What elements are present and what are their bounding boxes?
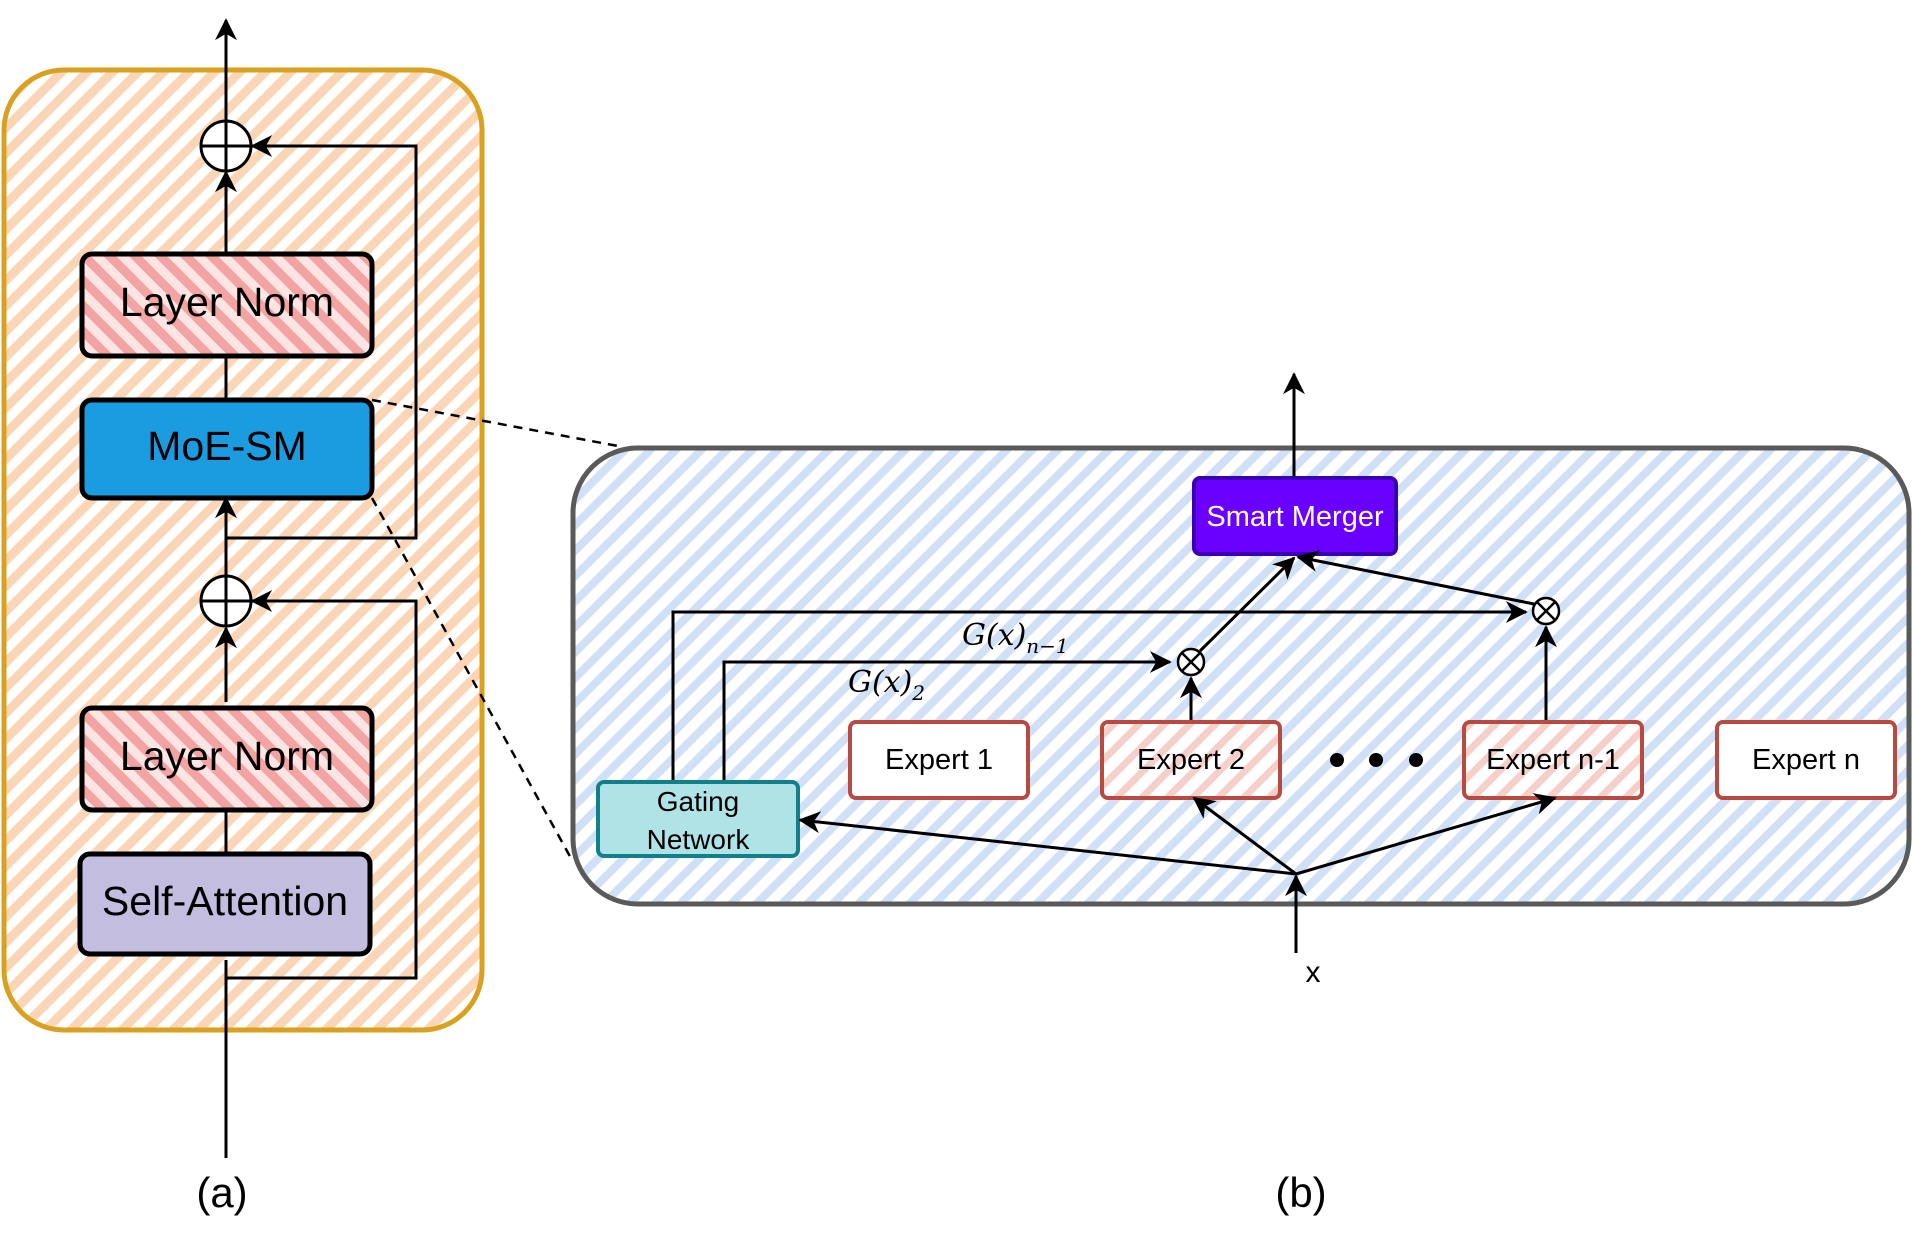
gating-network-label-line2: Network <box>647 824 751 855</box>
arrow-mult2-to-merger <box>1198 556 1296 653</box>
gate-label-2: G(x)2 <box>848 665 925 705</box>
layer-norm-top-label: Layer Norm <box>120 279 334 325</box>
multiply-operator-2-icon <box>1176 647 1206 677</box>
smart-merger-block: Smart Merger <box>1192 476 1398 556</box>
gate-line-2 <box>722 651 1172 780</box>
expert-2-label: Expert 2 <box>1137 744 1245 776</box>
moe-sm-block: MoE-SM <box>79 397 375 501</box>
panel-b-caption: (b) <box>1275 1169 1326 1216</box>
input-x-label: x <box>1306 956 1321 989</box>
panel-a: Layer Norm MoE-SM Layer Norm Self-Attent… <box>1 18 485 1216</box>
expert-1-block: Expert 1 <box>848 720 1030 800</box>
gating-network-block: Gating Network <box>596 780 800 858</box>
panel-a-caption: (a) <box>196 1169 247 1216</box>
gate-label-n-minus-1: G(x)n−1 <box>962 618 1069 658</box>
zoom-line-top <box>371 398 619 448</box>
expert-2-block: Expert 2 <box>1100 720 1282 800</box>
expert-n-minus-1-label: Expert n-1 <box>1486 744 1620 776</box>
arrow-multn1-to-merger <box>1296 550 1535 606</box>
add-operator-top-icon <box>199 119 253 173</box>
residual-connection-bottom <box>226 590 418 980</box>
layer-norm-top-block: Layer Norm <box>79 251 375 359</box>
ellipsis-dots-icon <box>1330 753 1423 767</box>
self-attention-label: Self-Attention <box>102 878 348 924</box>
add-operator-bottom-icon <box>199 574 253 628</box>
zoom-line-bottom <box>370 497 574 861</box>
gate-line-n-minus-1 <box>671 601 1528 780</box>
smart-merger-label: Smart Merger <box>1206 501 1384 533</box>
arrow-x-to-expertn1 <box>1295 793 1557 876</box>
layer-norm-bottom-label: Layer Norm <box>120 733 334 779</box>
expert-n-label: Expert n <box>1752 744 1860 776</box>
moe-sm-label: MoE-SM <box>147 423 306 469</box>
expert-n-block: Expert n <box>1715 720 1897 800</box>
layer-norm-bottom-block: Layer Norm <box>79 705 375 813</box>
arrow-x-to-gating <box>798 811 1297 876</box>
self-attention-block: Self-Attention <box>77 851 373 957</box>
multiply-operator-n-minus-1-icon <box>1531 596 1561 626</box>
expert-n-minus-1-block: Expert n-1 <box>1462 720 1644 800</box>
arrow-x-to-expert2 <box>1192 796 1297 876</box>
residual-connection-top <box>226 135 418 540</box>
panel-b: Smart Merger G(x)n−1 G(x)2 Expert 1 <box>570 372 1912 1216</box>
expert-1-label: Expert 1 <box>885 744 993 776</box>
gating-network-label-line1: Gating <box>657 786 740 817</box>
